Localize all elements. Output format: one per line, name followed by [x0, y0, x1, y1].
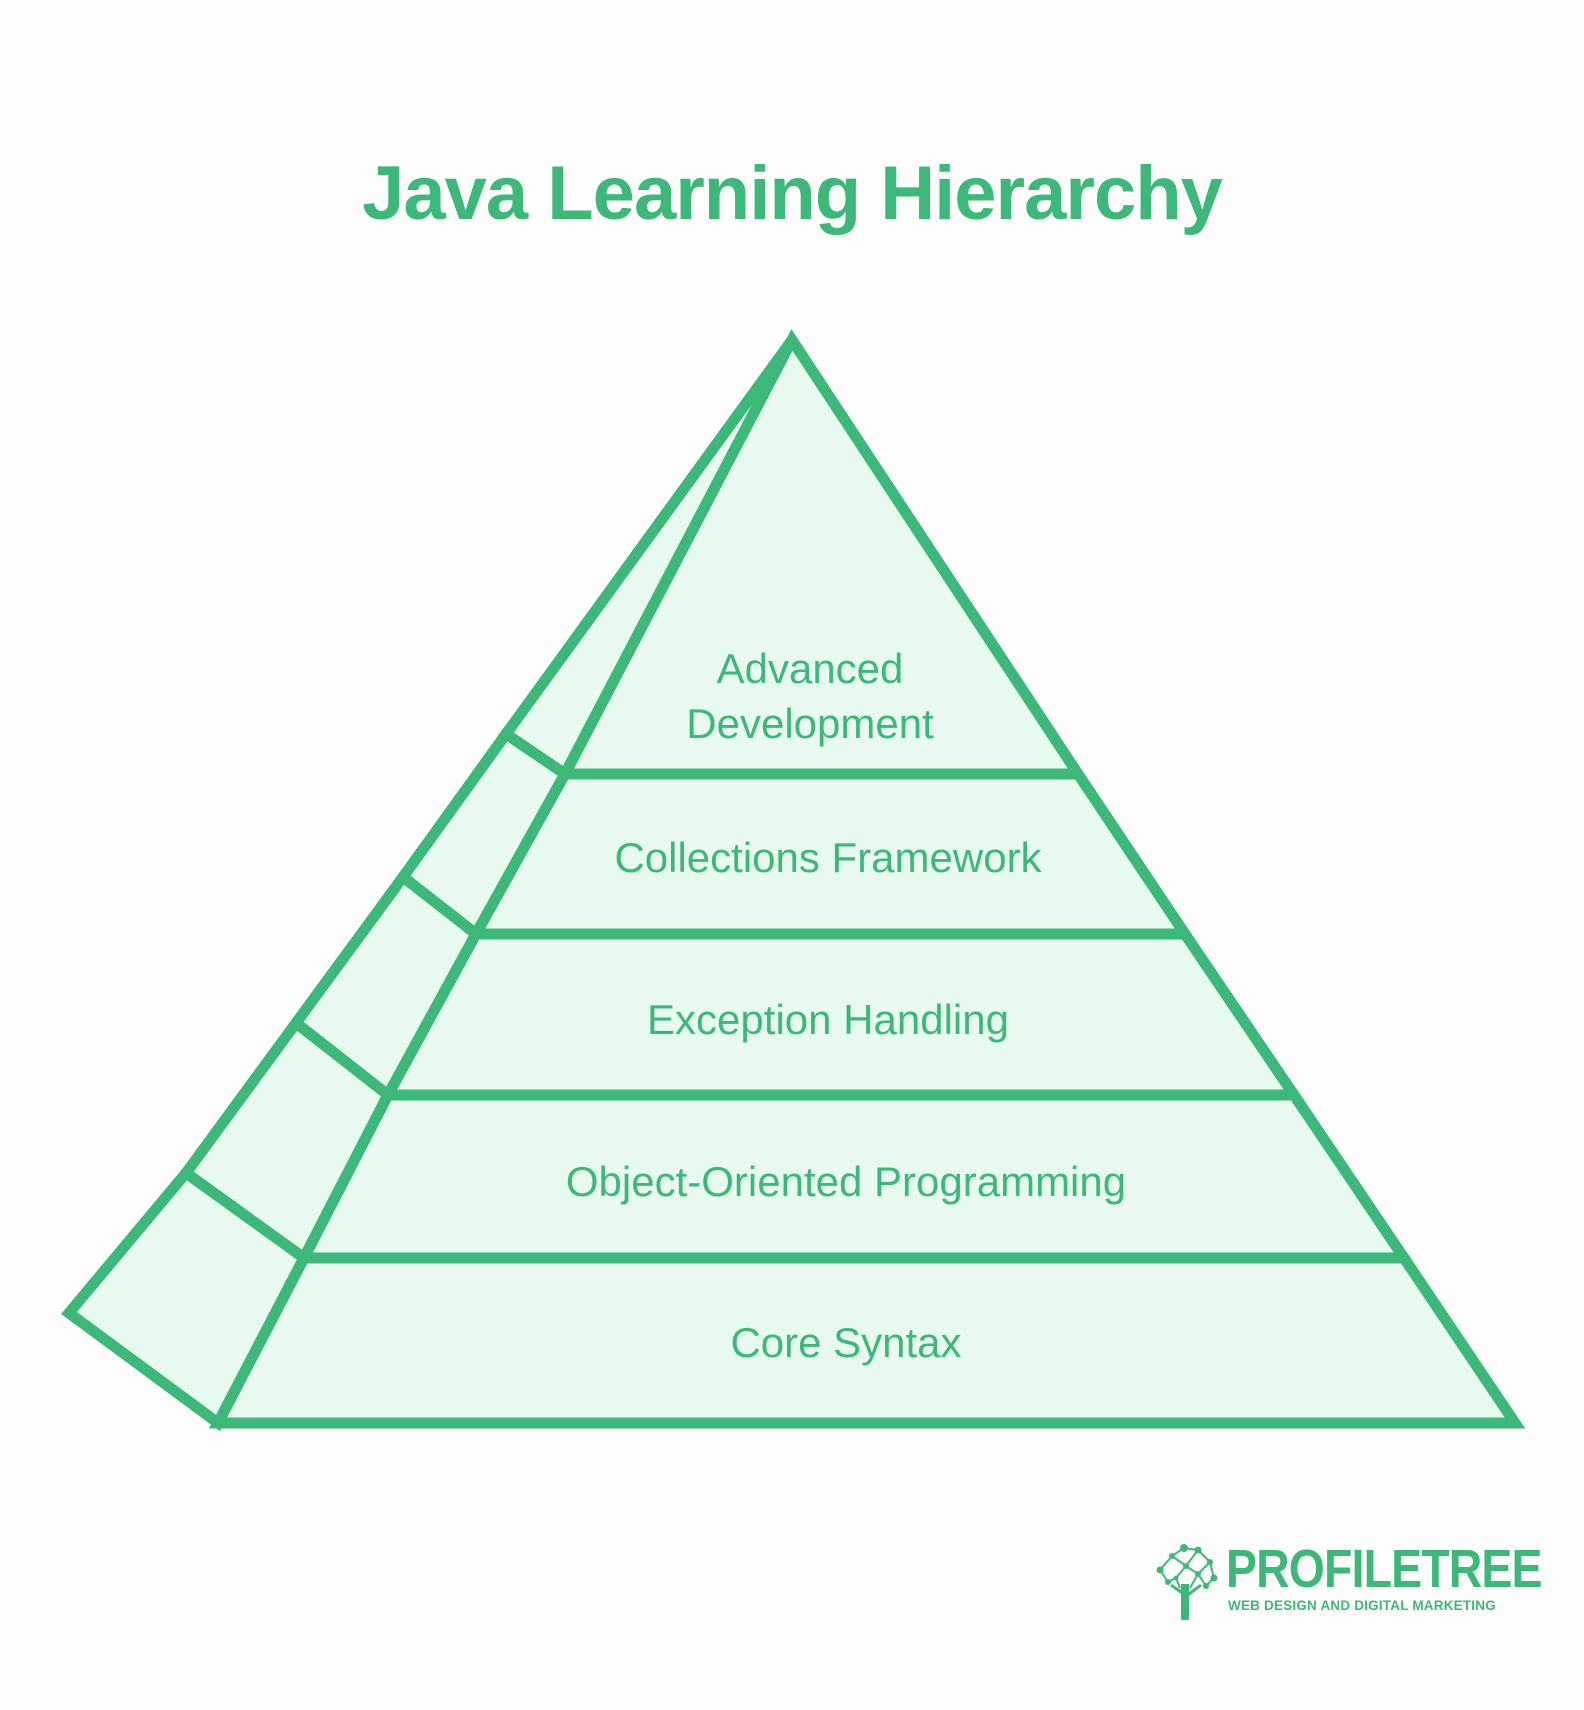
tier-label-core-syntax: Core Syntax [730, 1319, 961, 1366]
tier-label-advanced-line1: Advanced [717, 645, 904, 692]
tier-label-oop: Object-Oriented Programming [566, 1158, 1126, 1205]
tier-label-collections: Collections Framework [614, 834, 1042, 881]
tier-label-advanced-line2: Development [686, 700, 934, 747]
profiletree-logo: PROFILETREE WEB DESIGN AND DIGITAL MARKE… [1150, 1539, 1543, 1620]
tier-core-syntax [208, 1252, 1526, 1429]
pyramid-front-face [208, 329, 1526, 1429]
logo-wordmark: PROFILETREE [1226, 1539, 1543, 1599]
page-title: Java Learning Hierarchy [362, 151, 1223, 236]
tree-network-icon [1156, 1544, 1218, 1620]
tier-labels: Advanced Development Collections Framewo… [566, 645, 1126, 1366]
tier-label-exception: Exception Handling [647, 996, 1009, 1043]
logo-tagline: WEB DESIGN AND DIGITAL MARKETING [1228, 1598, 1496, 1613]
